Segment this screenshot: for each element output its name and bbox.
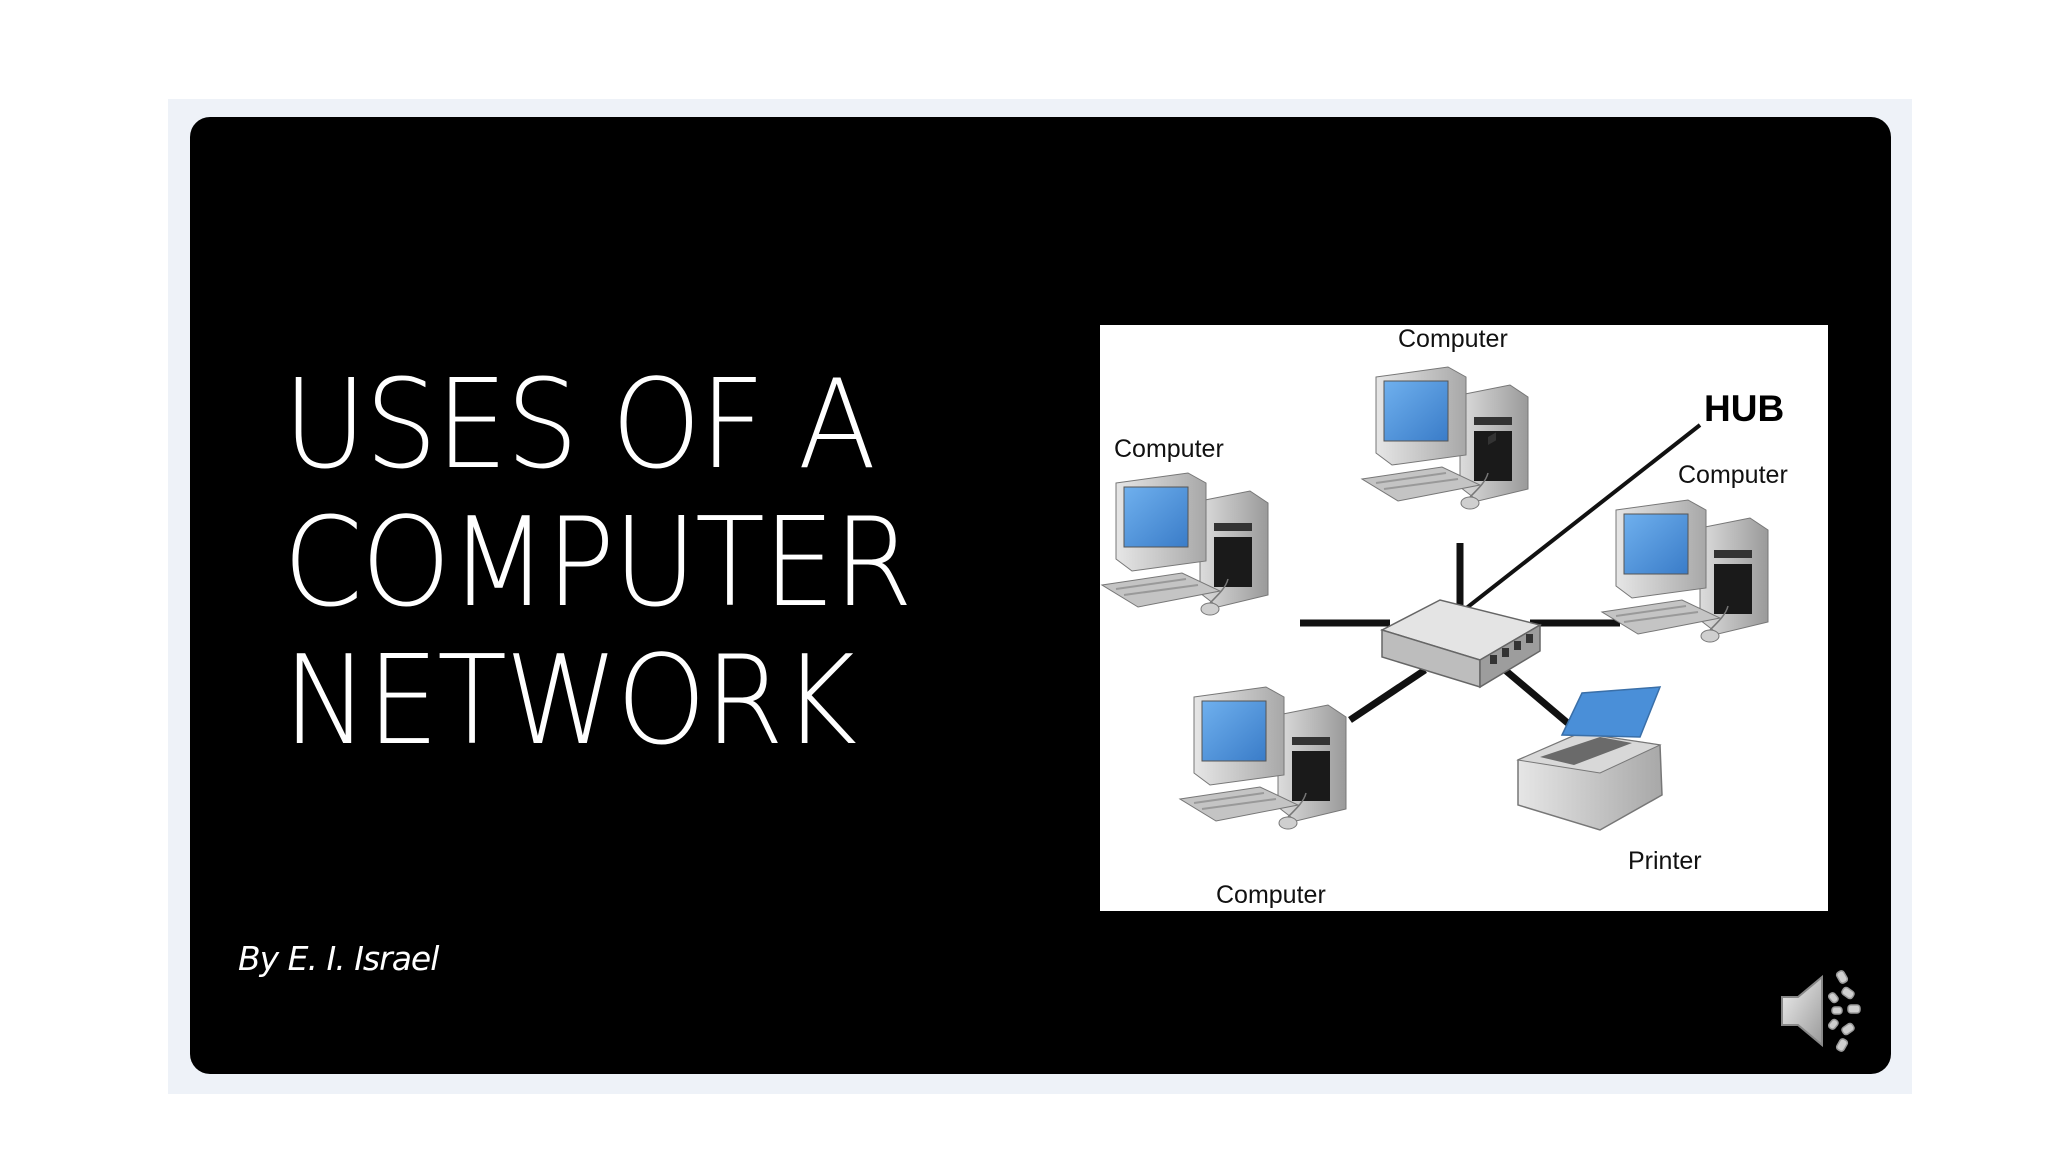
- computer-left-icon: [1102, 473, 1268, 615]
- title-line-3: NETWORK: [283, 633, 1027, 771]
- title-line-1: USES OF A: [283, 357, 1027, 495]
- slide-title: USES OF A COMPUTER NETWORK: [283, 357, 1027, 771]
- computer-bottom-icon: [1180, 687, 1346, 829]
- network-diagram: Computer Computer Computer Computer Prin…: [1100, 325, 1828, 911]
- author-byline: By E. I. Israel: [238, 939, 438, 978]
- label-hub: HUB: [1704, 388, 1784, 429]
- cable-bottom: [1350, 670, 1425, 720]
- label-computer-left: Computer: [1114, 435, 1224, 463]
- label-printer: Printer: [1628, 847, 1702, 875]
- label-computer-top: Computer: [1398, 325, 1508, 353]
- computer-right-icon: [1602, 500, 1768, 642]
- label-computer-right: Computer: [1678, 461, 1788, 489]
- speaker-icon[interactable]: [1778, 969, 1868, 1053]
- computer-top-icon: [1362, 367, 1528, 509]
- title-slide: USES OF A COMPUTER NETWORK By E. I. Isra…: [190, 117, 1891, 1074]
- label-computer-bottom: Computer: [1216, 881, 1326, 909]
- cable-printer: [1505, 670, 1570, 725]
- printer-icon: [1518, 687, 1662, 830]
- title-line-2: COMPUTER: [283, 495, 1027, 633]
